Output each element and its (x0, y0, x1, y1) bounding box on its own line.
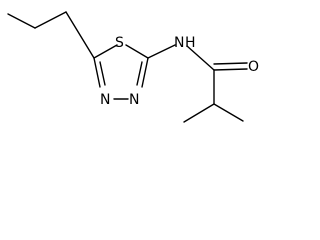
bond-carbonyl-c-o-double (213, 62, 248, 65)
bond-ch-methyl-left (183, 103, 215, 123)
bond-carbonyl-c-o (213, 68, 248, 71)
bond-nh-carbonyl-c (186, 45, 215, 71)
bond-ring-n4-c5-double (99, 61, 106, 86)
bond-ring-s1-c2 (125, 44, 149, 59)
atom-amide-nitrogen: N (174, 35, 184, 51)
structure-canvas: S N H N N O (7, 11, 259, 123)
bond-ring-n4-c5 (93, 57, 101, 88)
bond-propyl-c1-c2 (7, 13, 36, 29)
bond-propyl-c3-ring-c5 (65, 11, 95, 59)
bond-ring-c5-s1 (93, 44, 118, 59)
bond-propyl-c2-c3 (34, 11, 67, 29)
atom-sulfur: S (115, 35, 124, 51)
bond-ring-c2-n3 (141, 57, 149, 88)
molecular-structure-diagram: S N H N N O (7, 11, 259, 123)
atom-amide-hydrogen: H (185, 35, 196, 51)
atom-carbonyl-oxygen: O (248, 59, 259, 75)
bond-c2-nh (147, 44, 176, 59)
atom-ring-nitrogen-3: N (129, 92, 139, 108)
atom-ring-nitrogen-4: N (100, 92, 110, 108)
bond-ring-c2-n3-double (136, 61, 143, 86)
bond-ch-methyl-right (213, 103, 244, 122)
